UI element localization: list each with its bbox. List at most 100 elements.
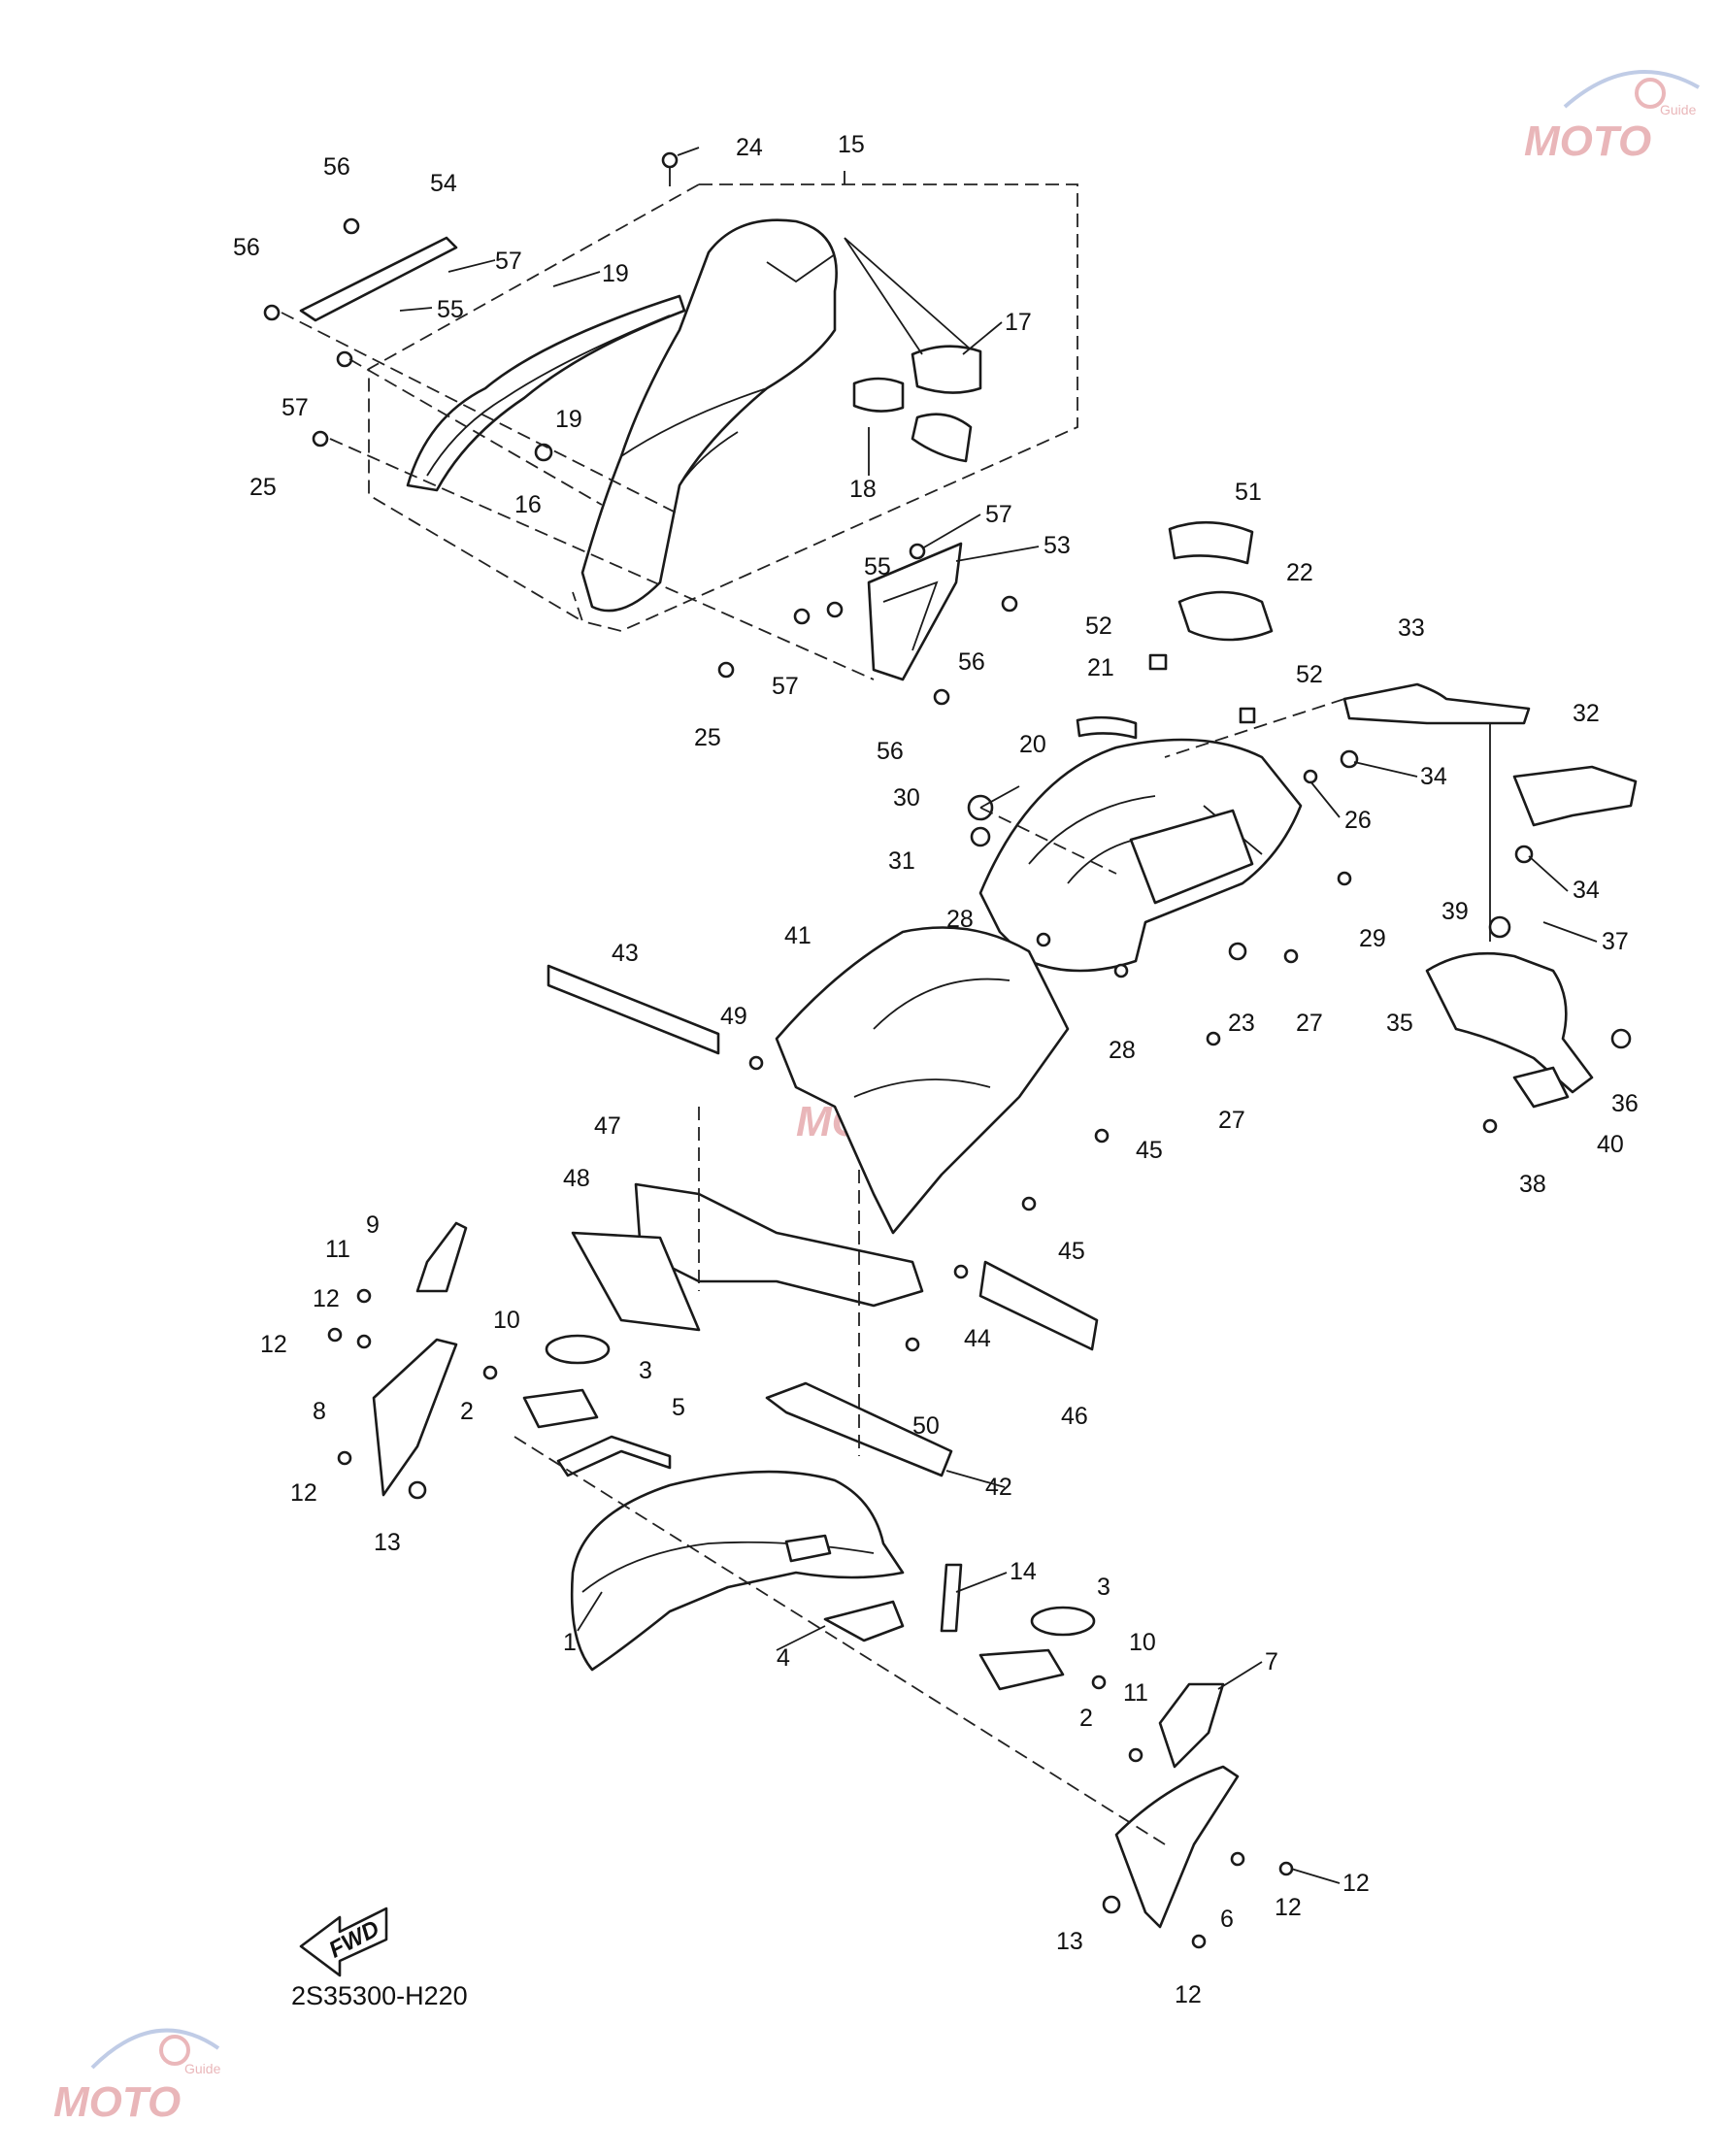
callout-19: 19 — [555, 406, 582, 433]
callout-21: 21 — [1087, 654, 1114, 681]
callout-11: 11 — [1123, 1679, 1148, 1707]
callout-55: 55 — [864, 553, 891, 580]
rear-fender-plate — [1129, 809, 1254, 905]
front-fender — [327, 1221, 1294, 1949]
callout-47: 47 — [594, 1112, 621, 1140]
watermark-sub-bottom: Guide — [184, 2061, 221, 2076]
part-22 — [1177, 590, 1274, 642]
callout-37: 37 — [1602, 928, 1629, 955]
clamp-2-right — [978, 1648, 1065, 1691]
watermark-bottom: MOTO Guide — [53, 2028, 221, 2126]
leader-lines — [399, 147, 1598, 1884]
callout-8: 8 — [313, 1398, 326, 1425]
callout-11: 11 — [325, 1236, 350, 1263]
callout-3: 3 — [639, 1357, 652, 1384]
rear-fender — [967, 520, 1638, 1134]
band-3-right — [1030, 1606, 1096, 1637]
callout-42: 42 — [985, 1474, 1012, 1501]
bracket-6 — [1114, 1765, 1240, 1929]
middle-covers — [547, 926, 1110, 1477]
band-3-left — [545, 1334, 611, 1365]
grab-rail-left — [406, 294, 686, 492]
callout-56: 56 — [233, 234, 260, 261]
callout-13: 13 — [1056, 1928, 1083, 1955]
part-51 — [1168, 520, 1254, 565]
callout-55: 55 — [437, 296, 464, 323]
callout-27: 27 — [1296, 1010, 1323, 1037]
callout-22: 22 — [1286, 559, 1313, 586]
callout-56: 56 — [958, 648, 985, 676]
callout-57: 57 — [282, 394, 309, 421]
callout-3: 3 — [1097, 1574, 1110, 1601]
tail-light-35 — [1425, 951, 1594, 1094]
callout-45: 45 — [1058, 1238, 1085, 1265]
callout-31: 31 — [888, 847, 915, 875]
callout-44: 44 — [964, 1325, 991, 1352]
callout-23: 23 — [1228, 1010, 1255, 1037]
callout-48: 48 — [563, 1165, 590, 1192]
callout-52: 52 — [1296, 661, 1323, 688]
bracket-33 — [1342, 682, 1531, 725]
callout-39: 39 — [1441, 898, 1469, 925]
diagram-code: 2S35300-H220 — [291, 1981, 468, 2010]
callout-9: 9 — [366, 1211, 380, 1239]
pad-18a — [852, 377, 905, 413]
callout-51: 51 — [1235, 479, 1262, 506]
callout-1: 1 — [563, 1629, 577, 1656]
callout-26: 26 — [1344, 807, 1372, 834]
watermark-sub-top: Guide — [1660, 102, 1697, 117]
bolt-24 — [661, 151, 679, 169]
seat-body — [580, 218, 838, 613]
callout-25: 25 — [249, 474, 277, 501]
bracket-32 — [1512, 765, 1638, 827]
callout-32: 32 — [1573, 700, 1600, 727]
callout-16: 16 — [514, 491, 542, 518]
callout-53: 53 — [1044, 532, 1071, 559]
callout-49: 49 — [720, 1003, 747, 1030]
watermark-brand-bottom: MOTO — [53, 2078, 181, 2126]
callout-54: 54 — [430, 170, 457, 197]
callout-56: 56 — [877, 738, 904, 765]
callout-25: 25 — [694, 724, 721, 751]
callout-28: 28 — [1109, 1037, 1136, 1064]
seat-assembly — [263, 151, 1078, 706]
bracket-9 — [415, 1221, 468, 1293]
strip-42 — [765, 1381, 953, 1477]
stay-4 — [823, 1600, 905, 1642]
callout-57: 57 — [495, 248, 522, 275]
part-52b — [1239, 707, 1256, 724]
callout-24: 24 — [736, 134, 763, 161]
callout-7: 7 — [1265, 1648, 1278, 1675]
callout-6: 6 — [1220, 1906, 1234, 1933]
callout-52: 52 — [1085, 613, 1112, 640]
bracket-7 — [1158, 1682, 1225, 1769]
clamp-2-left — [522, 1388, 599, 1429]
callout-10: 10 — [1129, 1629, 1156, 1656]
pad-18b — [911, 413, 973, 463]
callout-10: 10 — [493, 1307, 520, 1334]
callout-34: 34 — [1420, 763, 1447, 790]
callout-12: 12 — [1342, 1870, 1370, 1897]
callout-36: 36 — [1611, 1090, 1639, 1117]
part-21 — [1076, 715, 1138, 740]
bracket-8 — [372, 1338, 458, 1497]
callout-46: 46 — [1061, 1403, 1088, 1430]
fwd-arrow-icon — [299, 1907, 388, 1977]
callout-12: 12 — [290, 1479, 317, 1507]
watermark-top: MOTO Guide — [1524, 70, 1700, 165]
sheet-48 — [571, 1231, 701, 1332]
callout-14: 14 — [1010, 1558, 1037, 1585]
stay-5 — [556, 1435, 672, 1477]
part-52a — [1148, 653, 1168, 671]
callout-33: 33 — [1398, 614, 1425, 642]
callout-30: 30 — [893, 784, 920, 812]
callout-28: 28 — [946, 906, 974, 933]
callout-35: 35 — [1386, 1010, 1413, 1037]
callout-57: 57 — [772, 673, 799, 700]
bracket-53 — [867, 542, 963, 681]
callout-13: 13 — [374, 1529, 401, 1556]
callout-2: 2 — [1079, 1705, 1093, 1732]
callout-17: 17 — [1005, 309, 1032, 336]
callout-19: 19 — [602, 260, 629, 287]
